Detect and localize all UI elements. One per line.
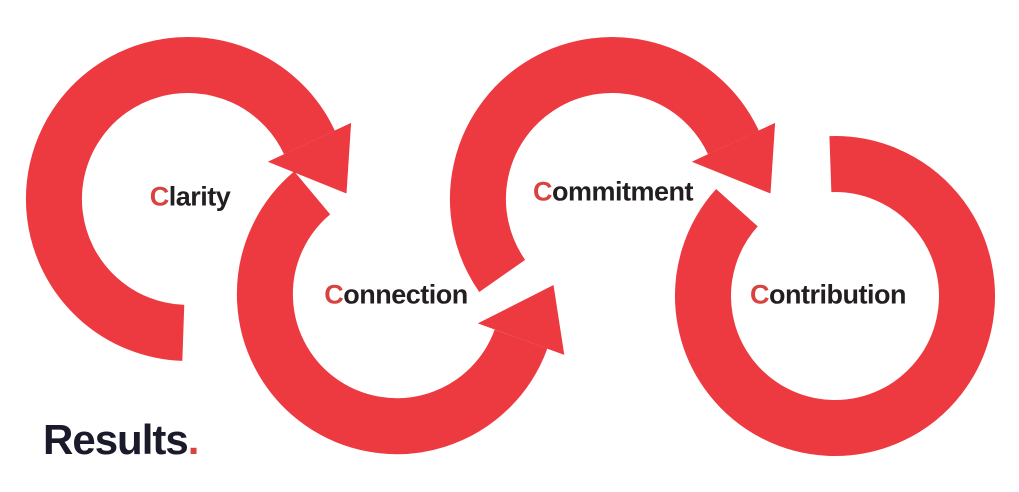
results-logo: Results.: [43, 416, 200, 463]
step-rest-contribution: ontribution: [769, 279, 906, 310]
step-label-connection: Connection: [324, 280, 468, 311]
step-rest-connection: onnection: [343, 279, 468, 310]
step-initial-connection: C: [324, 279, 344, 310]
step-rest-commitment: ommitment: [551, 176, 694, 207]
step-initial-commitment: C: [532, 176, 553, 207]
arrowhead-connection: [477, 285, 565, 355]
arc-connection: [236, 171, 548, 455]
step-initial-contribution: C: [750, 279, 770, 310]
step-rest-clarity: larity: [168, 181, 231, 212]
arc-clarity: [25, 37, 335, 361]
arrowhead-commitment: [691, 122, 776, 194]
step-initial-clarity: C: [149, 181, 170, 212]
step-label-clarity: Clarity: [150, 182, 231, 213]
arrowhead-clarity: [267, 122, 352, 194]
step-label-contribution: Contribution: [750, 280, 906, 311]
results-logo-period: .: [187, 416, 200, 463]
arc-commitment: [449, 37, 759, 292]
step-label-commitment: Commitment: [532, 176, 694, 208]
results-logo-text: Results: [43, 416, 189, 463]
arc-contribution: [675, 136, 995, 457]
